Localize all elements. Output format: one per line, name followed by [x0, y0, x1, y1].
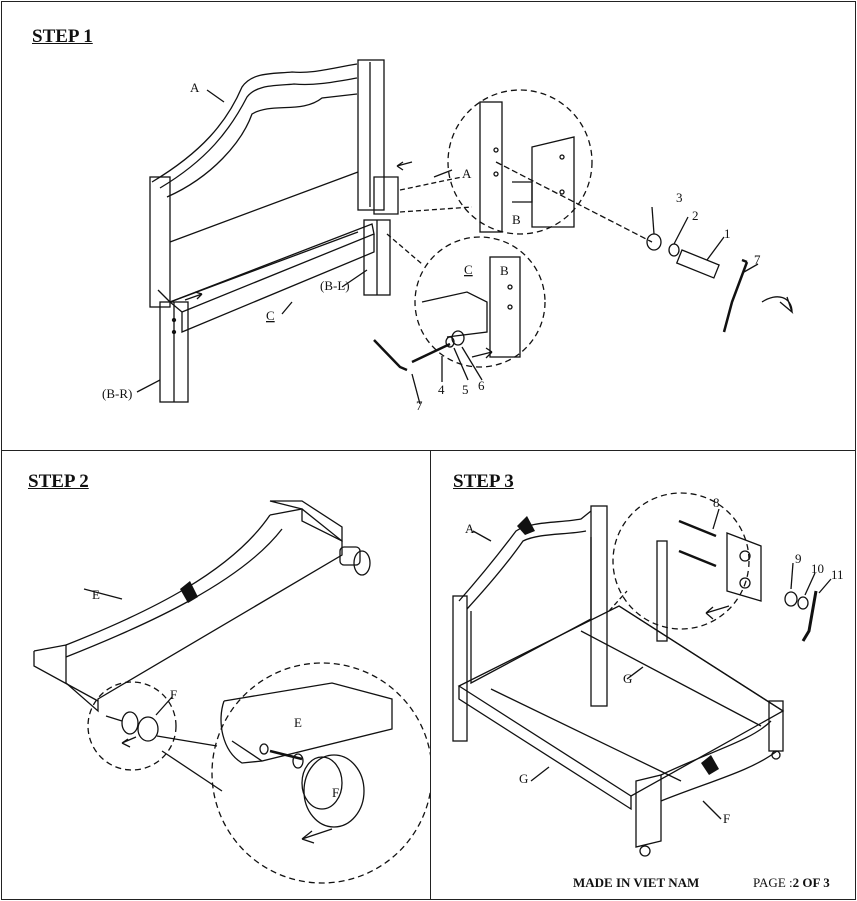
label-g-upper: G [623, 671, 632, 686]
label-a: A [190, 80, 200, 95]
footboard-f-assembled [635, 700, 784, 857]
label-f: F [170, 687, 177, 702]
step1-labels: A C (B-L) (B-R) A B C B 3 2 1 7 4 5 6 7 [102, 80, 761, 413]
label-b-detail: B [512, 212, 521, 227]
page-label: PAGE :2 OF 3 [753, 875, 830, 891]
label-f-step3: F [723, 811, 730, 826]
label-7-lower: 7 [416, 398, 423, 413]
label-b-l: (B-L) [320, 278, 350, 293]
label-1: 1 [724, 226, 731, 241]
label-c: C [266, 308, 275, 323]
label-8: 8 [713, 495, 720, 510]
label-a-detail: A [462, 166, 472, 181]
detail-circle-step3 [612, 492, 750, 630]
label-e: E [92, 587, 100, 602]
leg-b-right [159, 301, 189, 403]
page-prefix: PAGE : [753, 875, 793, 890]
label-11: 11 [831, 567, 844, 582]
side-rail-c [157, 223, 375, 333]
label-c-detail: C [464, 262, 473, 277]
step3-diagram [452, 492, 832, 857]
label-b-r: (B-R) [102, 386, 132, 401]
knob-small [105, 711, 159, 742]
page-number: 2 OF 3 [792, 875, 830, 890]
step1-diagram [136, 59, 794, 405]
made-in-label: MADE IN VIET NAM [573, 875, 700, 890]
step2-title: STEP 2 [28, 471, 89, 492]
footboard-e [33, 500, 371, 713]
label-3: 3 [676, 190, 683, 205]
label-g-lower: G [519, 771, 528, 786]
step2-panel: STEP 2 [1, 450, 432, 900]
detail-circle-upper [399, 89, 653, 243]
label-a-step3: A [465, 521, 475, 536]
label-b-detail-lower: B [500, 263, 509, 278]
label-4: 4 [438, 382, 445, 397]
step2-diagram [33, 500, 432, 884]
label-10: 10 [811, 561, 824, 576]
detail-circle-large [211, 662, 432, 884]
headboard-a-assembled [452, 505, 608, 742]
label-e-detail: E [294, 715, 302, 730]
hardware-step3 [656, 519, 818, 642]
label-7: 7 [754, 252, 761, 267]
hardware-lower [373, 330, 465, 372]
headboard-a [149, 59, 385, 308]
step3-panel: STEP 3 [430, 450, 856, 900]
step3-labels: A G G F 8 9 10 11 [465, 495, 844, 826]
step1-title: STEP 1 [32, 26, 93, 47]
step3-title: STEP 3 [453, 471, 514, 492]
hardware-upper [646, 233, 794, 333]
leg-b-left [363, 176, 399, 296]
label-5: 5 [462, 382, 469, 397]
detail-circle-small [87, 681, 177, 771]
label-6: 6 [478, 378, 485, 393]
step2-labels: E F E F [92, 587, 339, 800]
detail-circle-lower [386, 233, 546, 368]
label-f-detail: F [332, 785, 339, 800]
step1-panel: STEP 1 [1, 1, 856, 451]
knob-f-large [220, 682, 393, 828]
label-2: 2 [692, 208, 699, 223]
label-9: 9 [795, 551, 802, 566]
